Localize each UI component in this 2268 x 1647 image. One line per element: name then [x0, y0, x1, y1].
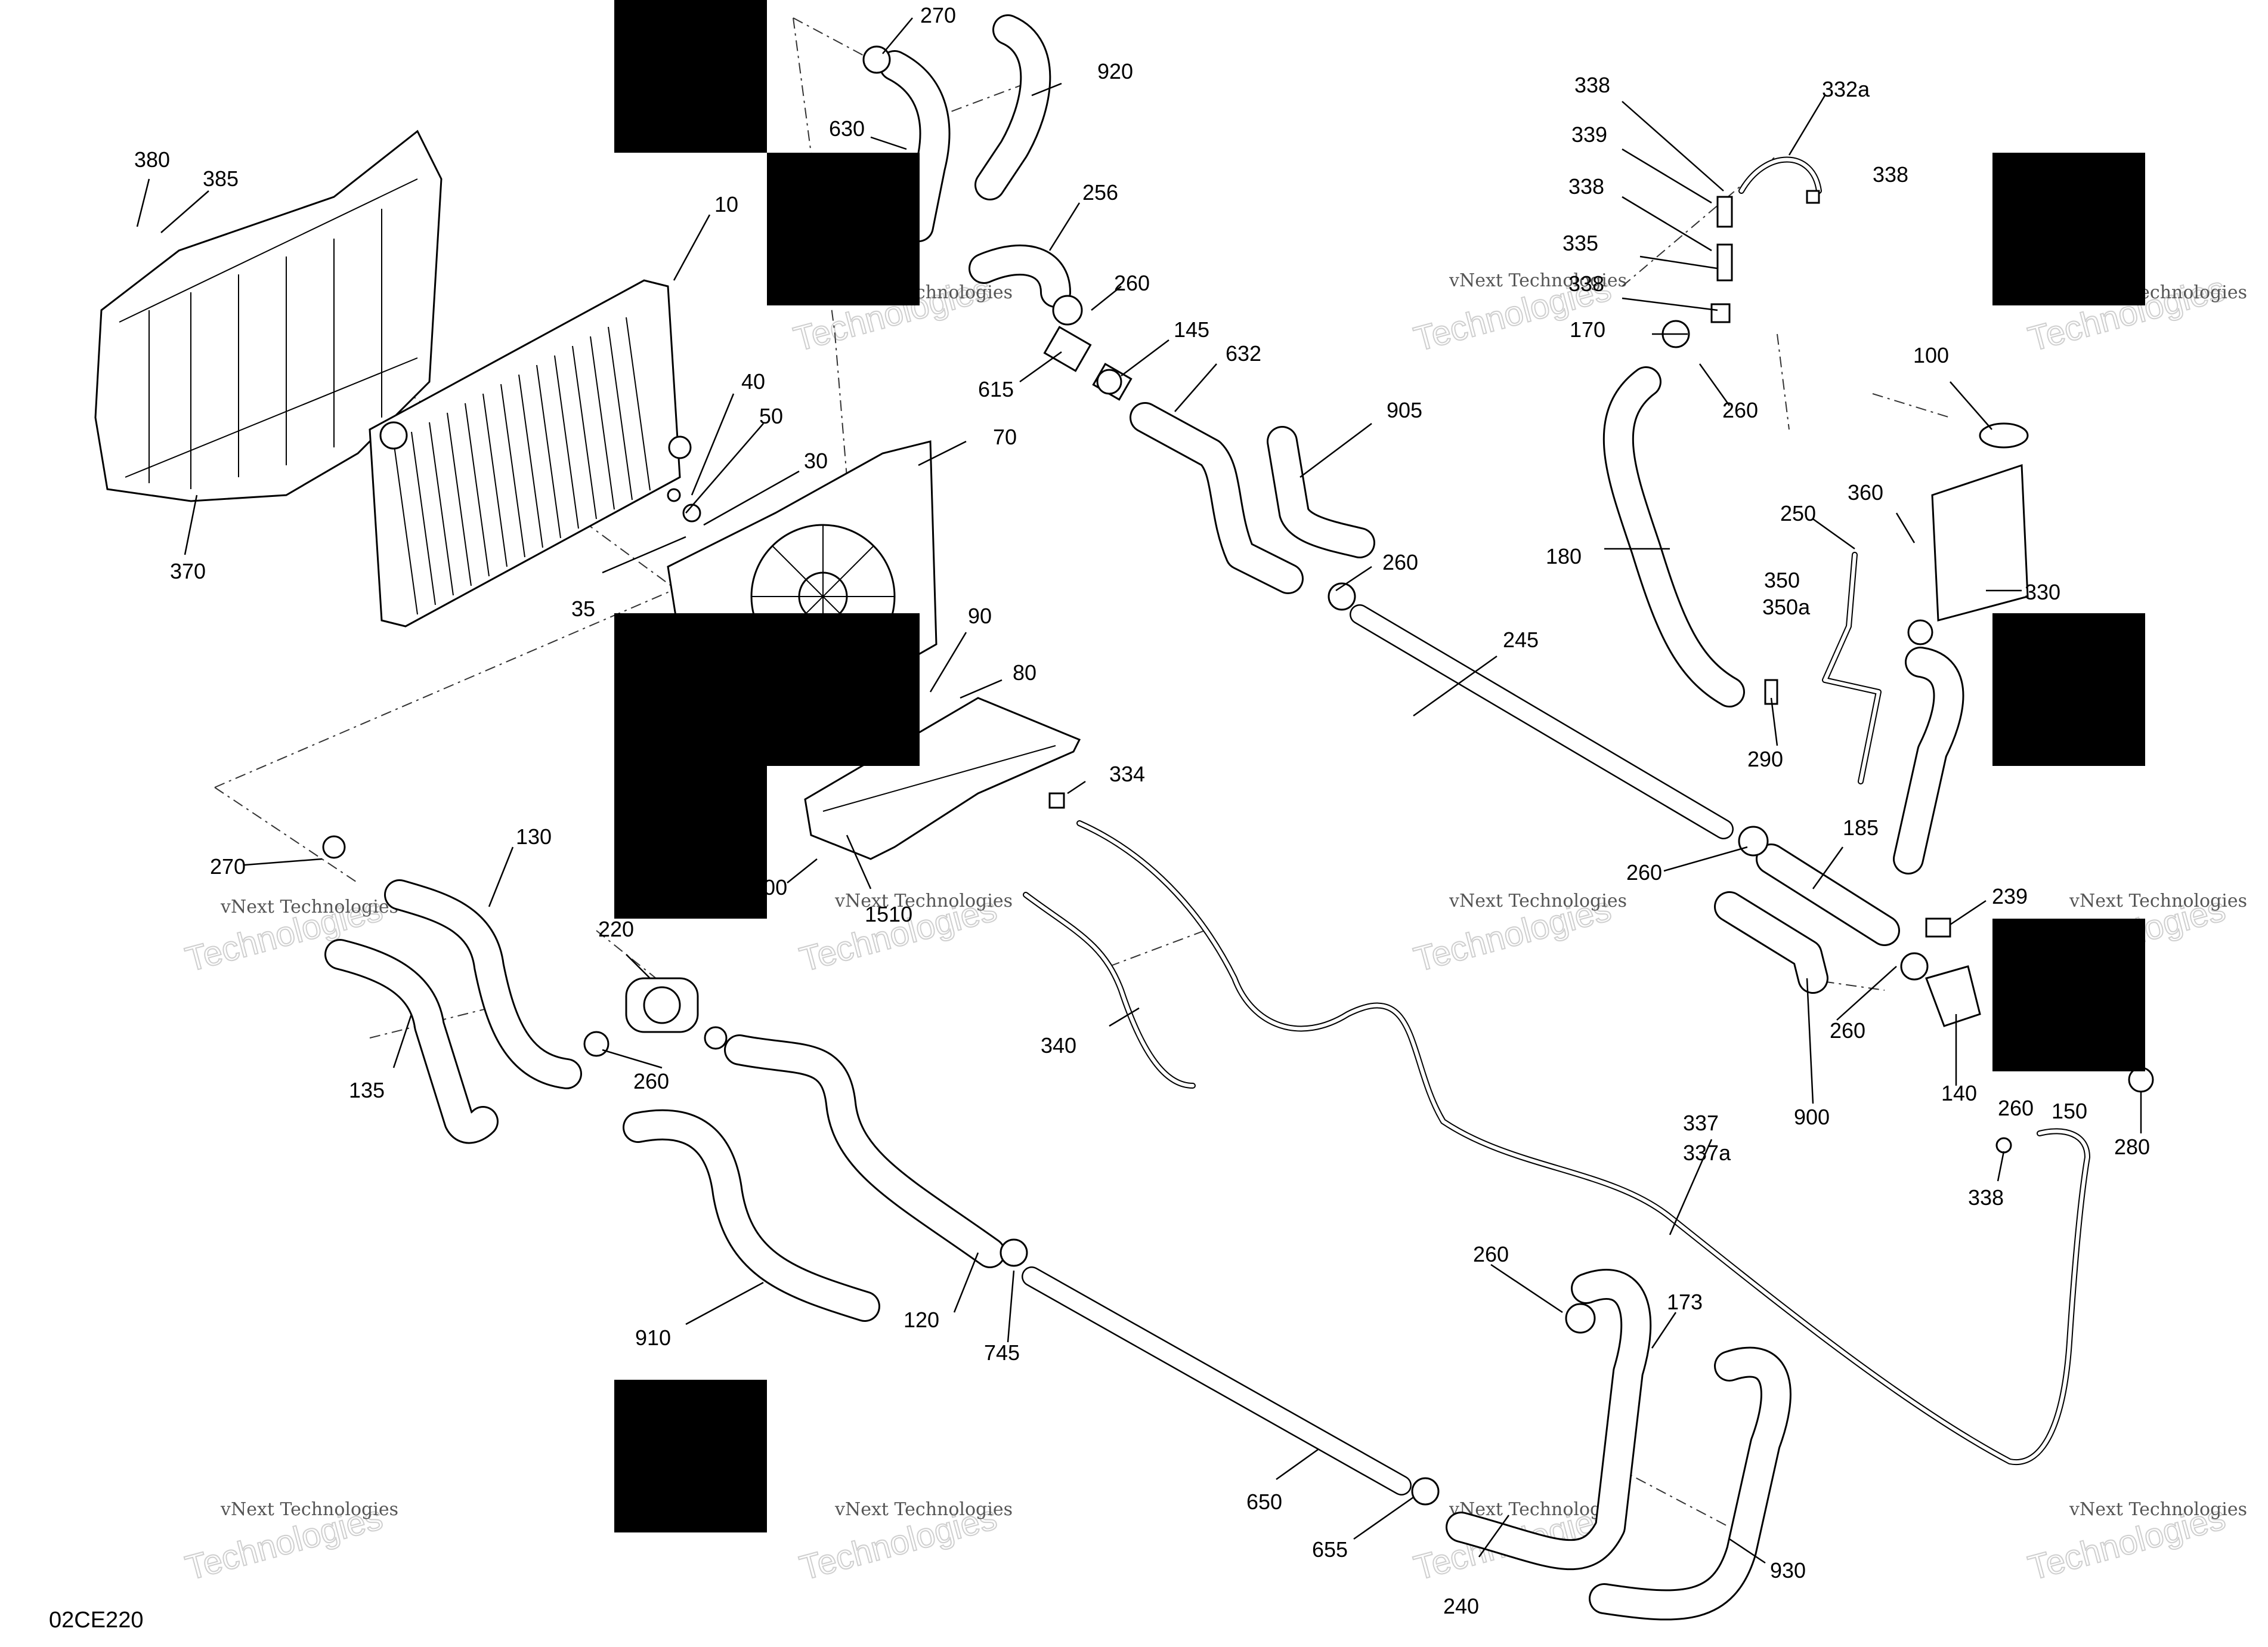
radiator-core	[369, 279, 692, 628]
callout-130: 130	[516, 824, 552, 849]
callout-334: 334	[1109, 762, 1145, 786]
callout-332a: 332a	[1822, 77, 1870, 101]
leader-lines	[136, 17, 2142, 1564]
redaction-block	[1992, 613, 2145, 766]
callout-360: 360	[1848, 480, 1883, 505]
callout-338: 338	[1568, 174, 1604, 199]
watermark-small: vNext Technologies	[2069, 891, 2247, 911]
callout-185: 185	[1843, 815, 1879, 840]
callout-labels: 270 920 630 256 260 145 632 615 10 380 3…	[134, 3, 2150, 1618]
callout-350: 350	[1764, 568, 1800, 592]
callout-170: 170	[1570, 317, 1605, 342]
watermark-small: vNext Technologies	[1449, 891, 1627, 911]
callout-337: 337	[1683, 1111, 1719, 1135]
lower-hoses	[324, 879, 1791, 1621]
callout-40: 40	[741, 369, 765, 394]
small-parts	[322, 45, 2154, 1506]
callout-250: 250	[1780, 501, 1816, 526]
callout-339: 339	[1571, 122, 1607, 147]
callout-80: 80	[1013, 660, 1036, 685]
callout-270: 270	[920, 3, 956, 27]
callout-270: 270	[210, 854, 246, 879]
callout-330: 330	[2025, 580, 2060, 604]
redaction-block	[614, 1380, 767, 1532]
callout-173: 173	[1667, 1290, 1703, 1314]
watermark-small: vNext Technologies	[834, 891, 1013, 911]
callout-35: 35	[571, 597, 595, 621]
diagram-code: 02CE220	[49, 1608, 143, 1633]
callout-90: 90	[968, 604, 992, 628]
watermark-small: vNext Technologies	[220, 1499, 398, 1520]
watermark-small: vNext Technologies	[220, 897, 398, 917]
callout-260: 260	[1114, 271, 1150, 295]
redaction-block	[614, 0, 767, 153]
callout-240: 240	[1443, 1594, 1479, 1618]
callout-260: 260	[1830, 1018, 1865, 1043]
callout-260: 260	[1473, 1242, 1509, 1266]
callout-930: 930	[1770, 1558, 1806, 1583]
callout-260: 260	[1626, 860, 1662, 885]
callout-50: 50	[759, 404, 783, 428]
callout-380: 380	[134, 147, 170, 172]
callout-655: 655	[1312, 1537, 1348, 1562]
callout-1500: 1500	[740, 875, 787, 900]
mounting-bracket	[804, 697, 1081, 860]
callout-340: 340	[1041, 1033, 1076, 1058]
redaction-block	[1992, 153, 2145, 305]
redaction-block	[614, 613, 920, 766]
watermark-small: vNext Technologies	[834, 1499, 1013, 1520]
callout-335: 335	[1562, 231, 1598, 255]
callout-145: 145	[1174, 317, 1209, 342]
callout-70: 70	[993, 425, 1017, 449]
callout-290: 290	[1747, 747, 1783, 771]
callout-245: 245	[1503, 628, 1539, 652]
callout-140: 140	[1941, 1081, 1977, 1105]
callout-135: 135	[349, 1078, 385, 1102]
callout-337a: 337a	[1683, 1141, 1731, 1165]
callout-910: 910	[635, 1325, 671, 1350]
callout-150: 150	[2052, 1099, 2087, 1123]
callout-120: 120	[904, 1308, 939, 1332]
callout-100: 100	[1913, 343, 1949, 367]
callout-920: 920	[1097, 59, 1133, 84]
redaction-masks	[614, 0, 2145, 1532]
callout-30: 30	[804, 449, 828, 473]
callout-905: 905	[1387, 398, 1422, 422]
callout-220: 220	[598, 917, 634, 941]
callout-239: 239	[1992, 884, 2028, 909]
callout-1510: 1510	[865, 902, 912, 926]
callout-338: 338	[1568, 271, 1604, 296]
callout-10: 10	[714, 192, 738, 217]
redaction-block	[767, 153, 920, 305]
callout-260: 260	[633, 1069, 669, 1093]
watermark-small: vNext Technologies	[2069, 1499, 2247, 1520]
callout-256: 256	[1082, 180, 1118, 205]
callout-370: 370	[170, 559, 206, 583]
callout-900: 900	[1794, 1105, 1830, 1129]
watermark-small: vNext Technologies	[1449, 270, 1627, 291]
callout-338: 338	[1574, 73, 1610, 97]
callout-350a: 350a	[1762, 595, 1811, 619]
callout-385: 385	[203, 166, 239, 191]
callout-615: 615	[978, 377, 1014, 401]
redaction-block	[1992, 919, 2145, 1071]
callout-650: 650	[1246, 1490, 1282, 1514]
callout-745: 745	[984, 1340, 1020, 1365]
callout-338: 338	[1873, 162, 1908, 187]
long-pipes	[1022, 604, 1734, 1495]
callout-260: 260	[1998, 1096, 2034, 1120]
callout-260: 260	[1382, 550, 1418, 574]
callout-260: 260	[1722, 398, 1758, 422]
callout-338: 338	[1968, 1185, 2004, 1210]
callout-180: 180	[1546, 544, 1582, 568]
callout-632: 632	[1226, 341, 1261, 366]
callout-280: 280	[2114, 1135, 2150, 1159]
redaction-block	[614, 766, 767, 919]
callout-630: 630	[829, 116, 865, 141]
